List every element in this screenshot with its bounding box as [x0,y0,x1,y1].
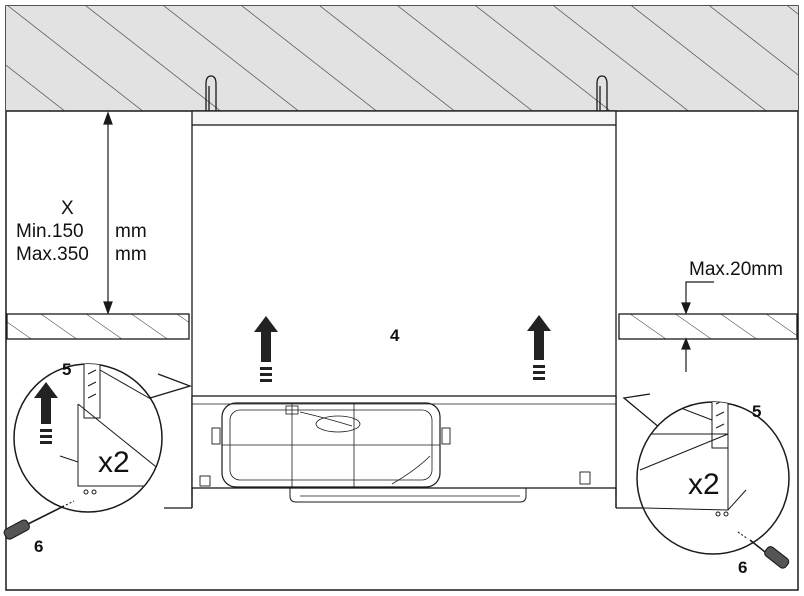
airflow-arrow-right [527,315,551,380]
bracket-callout-number-right: 5 [752,402,762,421]
hood-callout-number: 4 [390,326,400,345]
dimension-x-symbol: X [61,198,74,219]
ceiling-slab [6,6,798,112]
dimension-x-min: Min.150 [16,221,84,242]
ceiling-hook-left [205,75,217,112]
dimension-x-line [103,111,113,315]
false-ceiling-panel-left [6,313,190,340]
false-ceiling-panel-right [618,313,798,340]
max-gap-label: Max.20mm [689,259,783,280]
bracket-callout-number-left: 5 [62,360,72,379]
screwdriver-left-icon [3,500,75,540]
bracket-arrow-left [34,382,58,444]
fan-motor [221,402,441,488]
multiplier-left: x2 [98,446,130,479]
dimension-x-min-unit: mm [115,221,147,242]
airflow-arrow-left [254,316,278,382]
screw-callout-number-left: 6 [34,537,44,556]
screwdriver-right-icon [737,531,790,569]
screw-callout-number-right: 6 [738,558,748,577]
dimension-x-max: Max.350 [16,244,89,265]
dimension-x-max-unit: mm [115,244,147,265]
max-gap-arrows [681,281,714,372]
detail-circle-right [622,393,790,555]
detail-circle-left [13,363,193,513]
hood-body [164,395,644,509]
multiplier-right: x2 [688,468,720,501]
ceiling-hook-right [596,75,608,112]
mounting-plate [191,110,617,126]
